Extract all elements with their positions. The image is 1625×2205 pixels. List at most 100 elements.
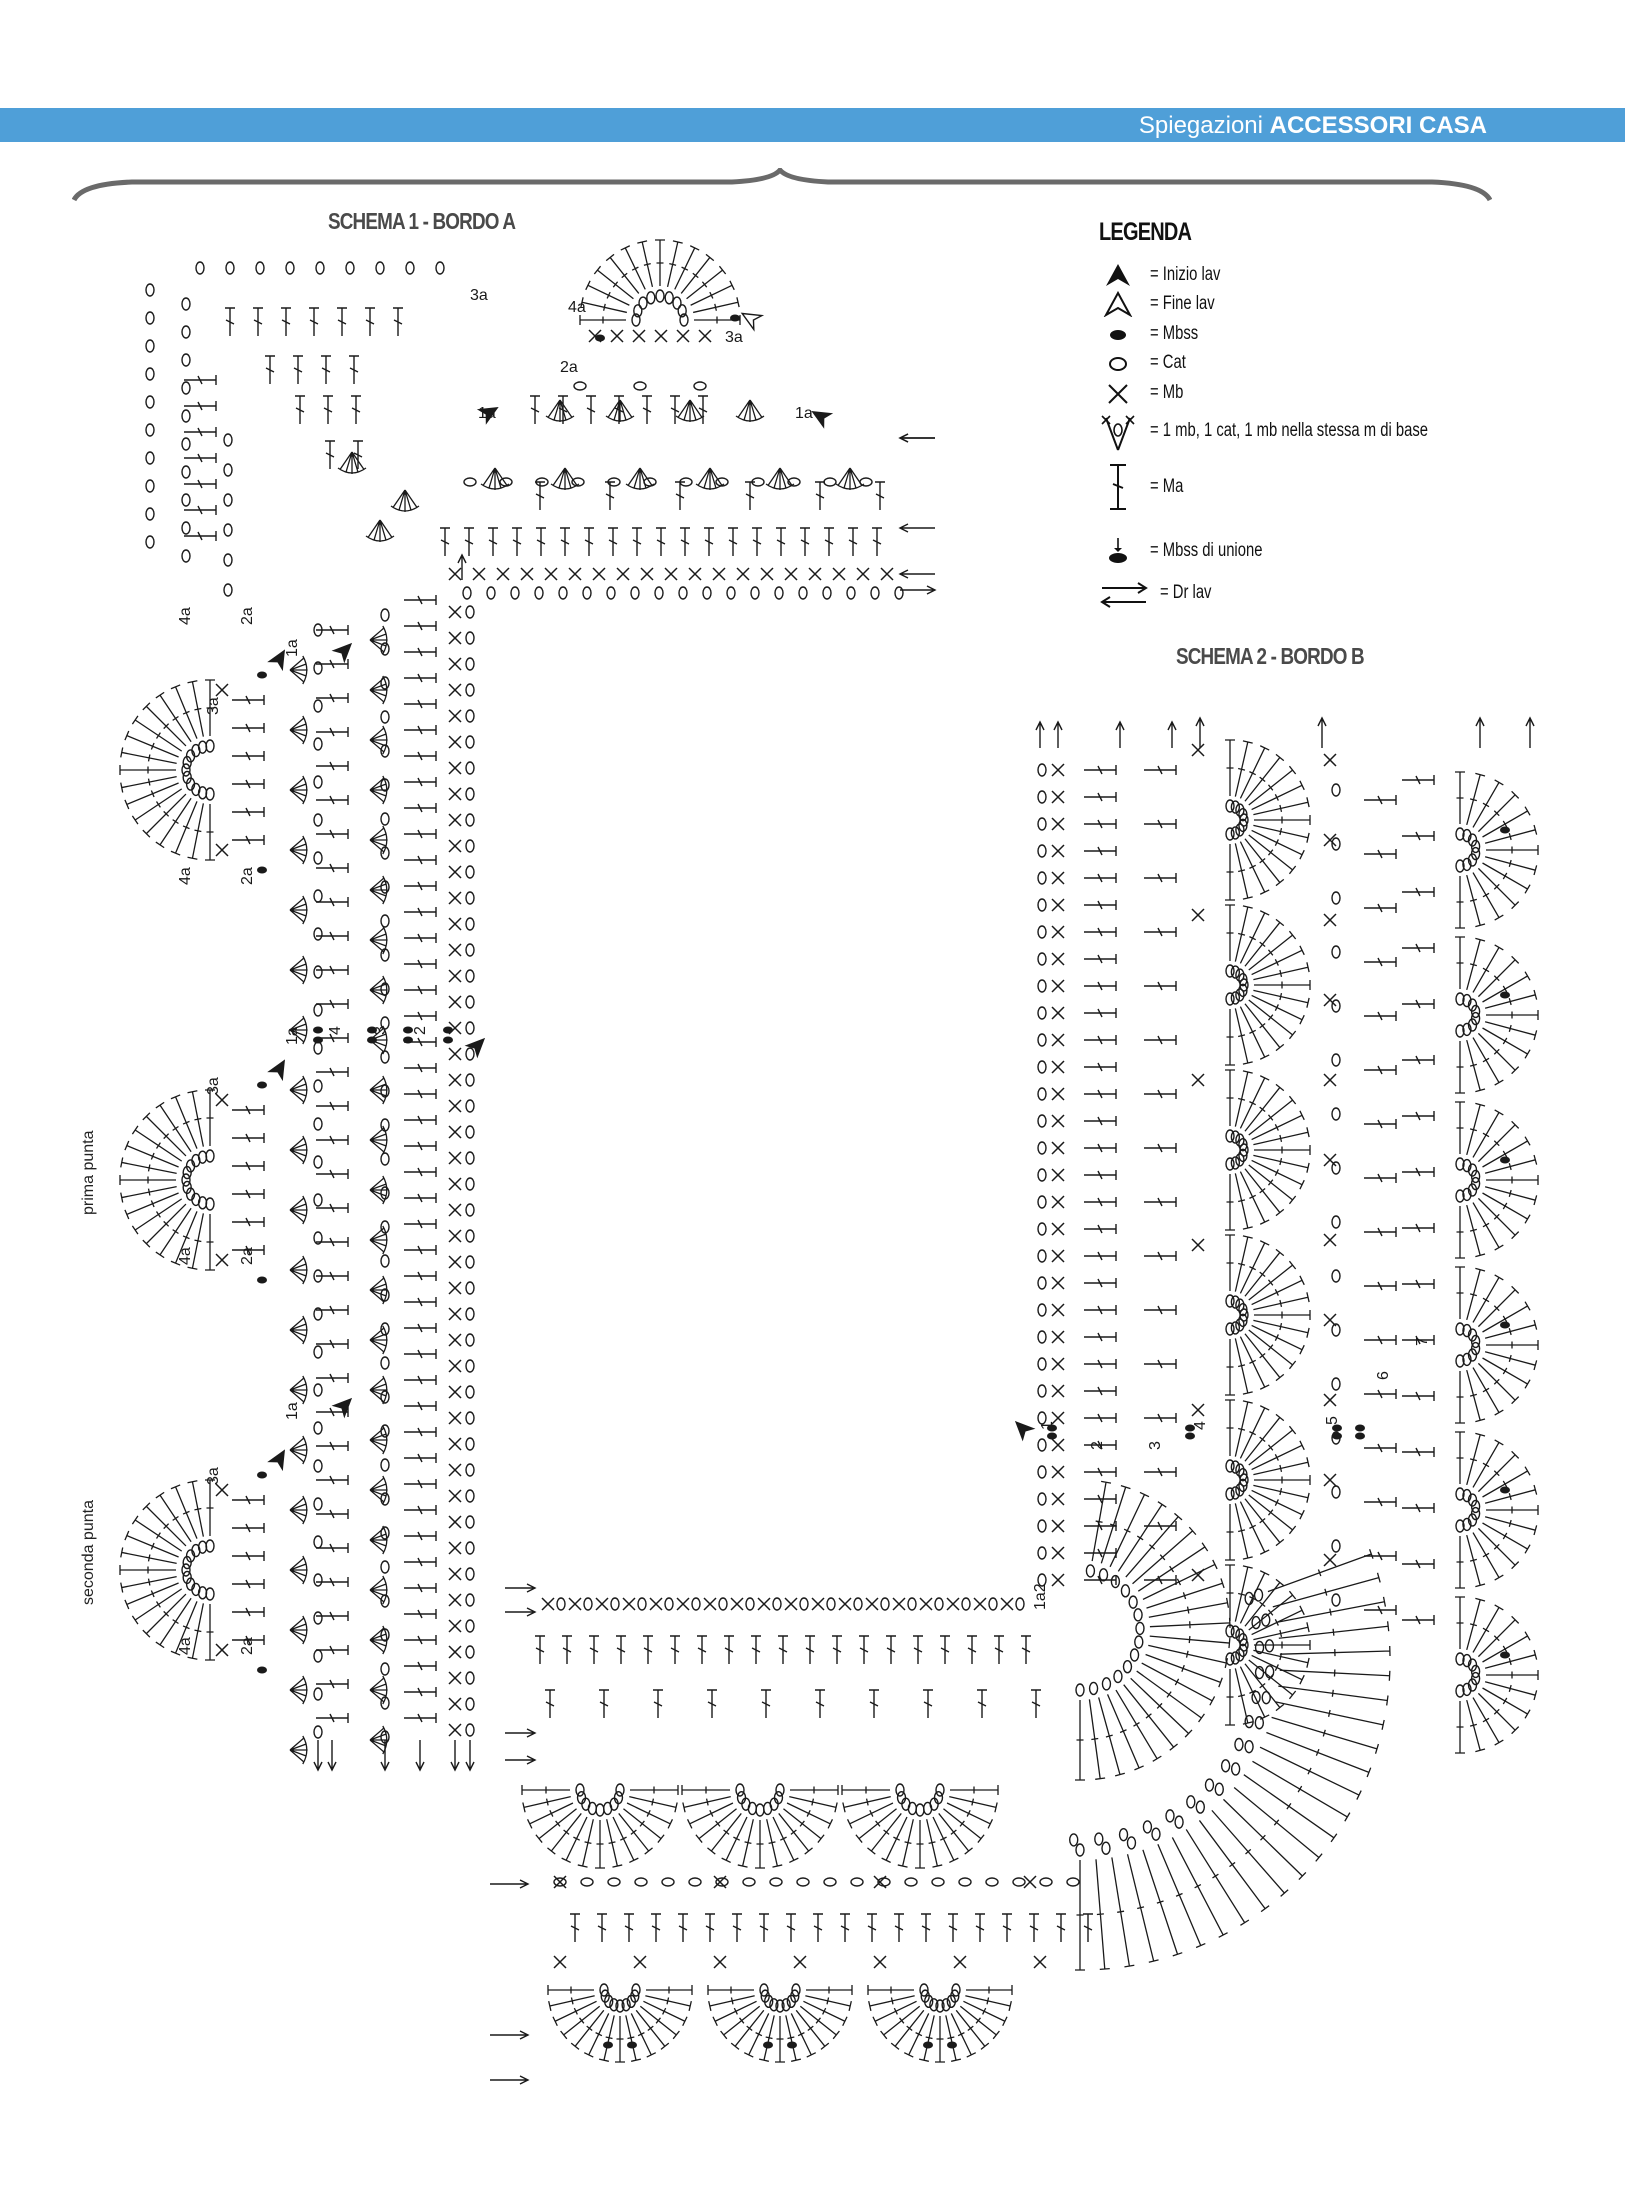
shell-stitch <box>369 1125 388 1155</box>
double-crochet-stitch <box>1106 1694 1144 1771</box>
single-crochet-stitch <box>1051 1060 1065 1074</box>
single-crochet-stitch <box>568 1597 582 1611</box>
chain-stitch <box>380 1220 390 1234</box>
chain-stitch <box>1455 1487 1465 1501</box>
double-crochet-stitch <box>1144 1413 1177 1423</box>
chain-stitch <box>1239 1308 1249 1322</box>
chain-stitch <box>1261 1690 1271 1705</box>
chain-stitch <box>380 1356 390 1370</box>
double-crochet-stitch <box>1472 779 1504 828</box>
double-crochet-stitch <box>745 481 755 510</box>
single-crochet-stitch <box>448 1463 462 1477</box>
single-crochet-stitch <box>448 709 462 723</box>
v-stitch-icon <box>1101 415 1135 451</box>
single-crochet-stitch <box>649 1597 663 1611</box>
row-number-label: 1a <box>284 639 301 657</box>
chain-stitch <box>145 479 155 493</box>
legend-label: = Ma <box>1150 476 1184 497</box>
chain-stitch <box>313 661 323 675</box>
double-crochet-stitch <box>1484 1021 1538 1041</box>
chain-stitch <box>465 1385 475 1399</box>
double-crochet-stitch <box>623 1808 665 1843</box>
chain-stitch <box>145 367 155 381</box>
chain-stitch <box>181 381 191 395</box>
direction-arrow <box>505 1728 537 1738</box>
chain-stitch <box>465 1723 475 1737</box>
double-crochet-stitch <box>1364 1497 1397 1507</box>
double-crochet-stitch <box>867 1813 902 1855</box>
double-crochet-stitch <box>404 855 437 865</box>
chain-stitch <box>465 1541 475 1555</box>
single-crochet-stitch <box>873 1955 887 1969</box>
double-crochet-stitch <box>1142 1849 1183 1957</box>
double-crochet-stitch <box>1486 1010 1539 1020</box>
double-crochet-stitch <box>404 595 437 605</box>
chain-stitch <box>1235 1628 1245 1642</box>
legend-label: = Mbss <box>1150 323 1199 344</box>
double-crochet-stitch <box>880 2005 921 2040</box>
double-crochet-stitch <box>1484 1186 1538 1206</box>
shell-stitch <box>390 489 420 512</box>
chain-stitch <box>1230 800 1241 814</box>
chain-stitch <box>465 1463 475 1477</box>
chain-stitch <box>1264 1665 1275 1679</box>
chain-stitch <box>313 1307 323 1321</box>
double-crochet-stitch <box>1455 1371 1465 1424</box>
double-crochet-stitch <box>232 1495 265 1505</box>
chain-stitch <box>1230 1460 1241 1474</box>
chain-stitch <box>1239 978 1249 992</box>
chain-stitch <box>1238 1137 1248 1152</box>
chain-stitch <box>1037 1249 1047 1263</box>
double-crochet-stitch <box>404 1427 437 1437</box>
double-crochet-stitch <box>1144 1521 1177 1531</box>
double-crochet-stitch <box>1477 1120 1520 1163</box>
chain-stitch <box>661 1877 675 1887</box>
chain-stitch <box>631 313 641 327</box>
chain-stitch <box>1331 1323 1341 1337</box>
double-crochet-stitch <box>766 1819 783 1868</box>
single-crochet-stitch <box>736 567 750 581</box>
double-crochet-stitch <box>1402 943 1435 953</box>
double-crochet-stitch <box>1125 1512 1183 1578</box>
double-crochet-stitch <box>1402 1335 1435 1345</box>
shell-stitch <box>369 1375 388 1405</box>
chain-stitch <box>693 381 707 391</box>
double-crochet-stitch <box>776 527 786 556</box>
chain-stitch <box>1238 1478 1248 1493</box>
single-crochet-stitch <box>448 1281 462 1295</box>
double-crochet-stitch <box>1455 1041 1465 1094</box>
row-number-label: 3a <box>205 1077 222 1095</box>
chain-stitch <box>1235 1483 1245 1497</box>
double-crochet-stitch <box>232 723 265 733</box>
chain-stitch <box>1037 1492 1047 1506</box>
legend-label: = Mb <box>1150 382 1184 403</box>
chain-stitch <box>920 1989 930 2003</box>
chain-stitch <box>313 1725 323 1739</box>
chain-stitch <box>1098 1568 1109 1582</box>
chain-stitch <box>1244 1739 1254 1754</box>
single-crochet-stitch <box>1051 1033 1065 1047</box>
double-crochet-stitch <box>1075 1860 1085 1971</box>
double-crochet-stitch <box>704 527 714 556</box>
double-crochet-stitch <box>1083 1913 1093 1942</box>
chain-stitch <box>465 631 475 645</box>
chain-stitch <box>465 1359 475 1373</box>
chain-stitch <box>571 477 585 487</box>
shell-stitch <box>289 775 308 805</box>
double-crochet-stitch <box>577 1819 594 1868</box>
slip-stitch <box>313 1026 323 1034</box>
double-crochet-stitch <box>595 1820 605 1869</box>
double-crochet-stitch <box>1144 1035 1177 1045</box>
legend-label: = Fine lav <box>1150 293 1215 314</box>
row-number-label: 4a <box>568 299 586 316</box>
chain-stitch <box>615 1783 625 1797</box>
double-crochet-stitch <box>805 1635 815 1664</box>
chain-stitch <box>1075 1843 1085 1857</box>
chain-stitch <box>896 1790 907 1805</box>
double-crochet-stitch <box>1084 1224 1117 1234</box>
double-crochet-stitch <box>232 1105 265 1115</box>
double-crochet-stitch <box>1402 1167 1435 1177</box>
legend-label: = Cat <box>1150 352 1186 373</box>
double-crochet-stitch <box>1130 1677 1193 1738</box>
double-crochet-stitch <box>994 1635 1004 1664</box>
